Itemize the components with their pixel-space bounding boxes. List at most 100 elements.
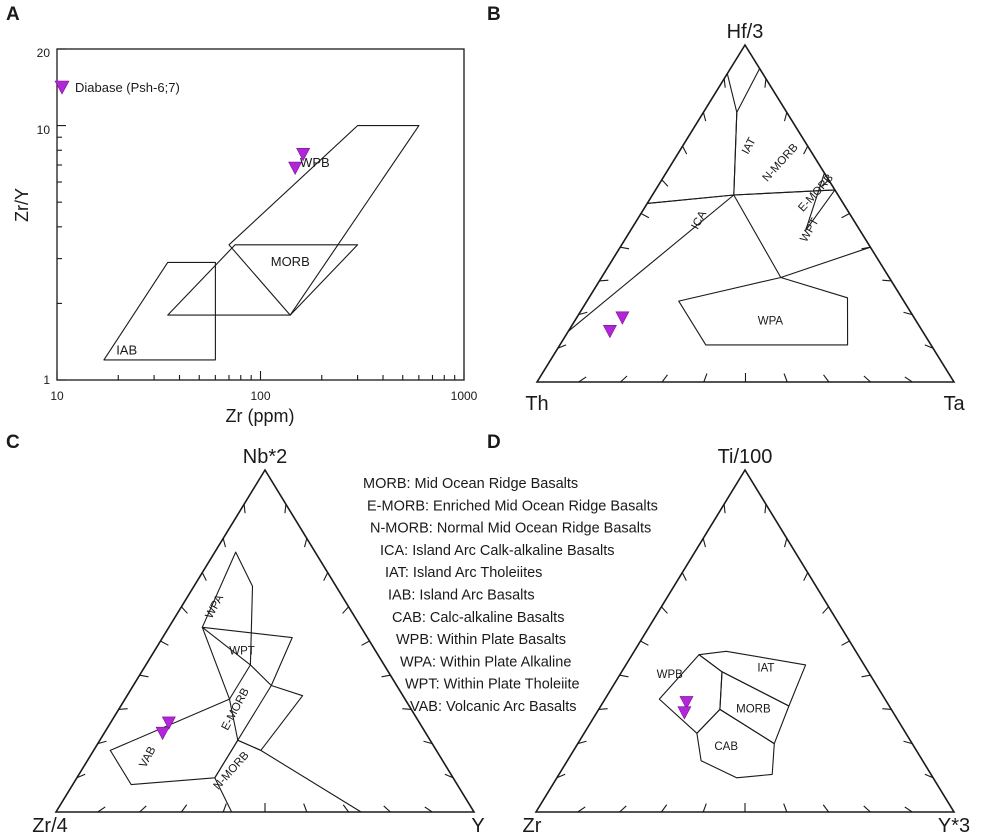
- field-wpa: [201, 551, 254, 700]
- field-label-wpt: WPT: [229, 645, 255, 657]
- ternary-tick: [904, 806, 913, 813]
- ternary-tick: [924, 773, 934, 779]
- ternary-tick: [841, 640, 850, 646]
- field-label-morb: MORB: [271, 254, 310, 269]
- ternary-tick: [924, 344, 934, 349]
- ternary-tick: [599, 279, 609, 282]
- field-wpb: [658, 654, 723, 734]
- field-vab: [109, 698, 239, 786]
- abbreviation-item: VAB: Volcanic Arc Basalts: [410, 699, 577, 715]
- field-iab: [103, 261, 216, 361]
- abbreviation-item: WPB: Within Plate Basalts: [396, 632, 566, 648]
- field-wpa: [678, 276, 849, 346]
- abbreviation-item: N-MORB: Normal Mid Ocean Ridge Basalts: [370, 521, 651, 537]
- field-iat: [646, 73, 738, 204]
- data-point: [288, 161, 303, 176]
- ternary-tick: [222, 803, 227, 813]
- ternary-tick: [139, 805, 147, 813]
- apex-label-top: Ti/100: [718, 446, 773, 468]
- ternary-tick: [882, 279, 892, 282]
- x-tick-label-10: 10: [50, 389, 64, 403]
- ternary-tick: [620, 246, 630, 250]
- ternary-tick: [783, 373, 788, 383]
- ternary-tick: [222, 538, 227, 548]
- ternary-tick: [661, 179, 669, 187]
- ternary-tick: [160, 640, 169, 646]
- ternary-tick: [640, 213, 650, 219]
- ternary-tick: [764, 78, 767, 88]
- field-label-iat: IAT: [740, 136, 759, 157]
- field-label-wpt: WPT: [798, 216, 821, 244]
- ternary-tick: [841, 213, 850, 219]
- ternary-tick: [578, 376, 587, 383]
- field-label-morb: MORB: [736, 703, 771, 715]
- ternary-tick: [361, 640, 370, 646]
- ternary-tick: [702, 538, 707, 548]
- panel-letter-d: D: [487, 432, 501, 453]
- field-label-wpb: WPB: [657, 669, 684, 681]
- ternary-tick: [661, 374, 668, 383]
- ternary-tick: [822, 606, 830, 614]
- y-tick-label-1: 1: [43, 373, 50, 387]
- data-point: [679, 696, 694, 710]
- ternary-tick: [303, 538, 308, 548]
- field-n-morb: [214, 739, 362, 813]
- data-point: [602, 324, 617, 339]
- ternary-tick: [180, 606, 188, 614]
- ternary-tick: [783, 538, 788, 548]
- apex-label-top: Hf/3: [727, 21, 764, 43]
- abbreviation-item: E-MORB: Enriched Mid Ocean Ridge Basalts: [367, 498, 658, 514]
- field-label-e-morb: E-MORB: [796, 172, 836, 214]
- ternary-tick: [823, 374, 830, 383]
- abbreviation-item: CAB: Calc-alkaline Basalts: [392, 610, 564, 626]
- data-point: [677, 706, 692, 720]
- ternary-tick: [577, 806, 586, 813]
- y-tick-label-20: 20: [37, 46, 51, 60]
- ternary-tick: [803, 572, 809, 581]
- x-tick-label-1000: 1000: [451, 389, 478, 403]
- panel-a-fields: WPB MORB IAB: [103, 125, 420, 361]
- ternary-tick: [97, 806, 106, 813]
- ternary-tick: [381, 674, 391, 678]
- ternary-tick: [598, 708, 608, 710]
- ternary-tick: [882, 708, 892, 710]
- ternary-tick: [402, 708, 412, 710]
- field-label-wpb: WPB: [300, 155, 330, 170]
- field-wpt: [733, 189, 871, 279]
- x-tick-label-100: 100: [250, 389, 270, 403]
- panel-a-points: [288, 147, 311, 176]
- ternary-tick: [619, 805, 627, 813]
- apex-label-left: Th: [525, 393, 548, 415]
- y-axis-label: Zr/Y: [12, 188, 32, 222]
- apex-label-left: Zr: [523, 815, 542, 835]
- data-point: [155, 726, 170, 741]
- field-cab: [696, 708, 775, 779]
- legend: Diabase (Psh-6;7): [54, 80, 180, 95]
- ternary-tick: [660, 804, 668, 813]
- ternary-tick: [640, 640, 649, 646]
- ternary-tick: [682, 145, 688, 155]
- ternary-tick: [578, 311, 588, 316]
- ternary-tick: [577, 740, 587, 745]
- ternary-tick: [557, 344, 567, 349]
- ternary-tick: [383, 805, 391, 813]
- abbreviation-item: IAT: Island Arc Tholeiites: [385, 565, 542, 581]
- y-tick-label-10: 10: [37, 123, 51, 137]
- field-label-iab: IAB: [116, 342, 137, 357]
- ternary-tick: [303, 803, 308, 813]
- ternary-tick: [904, 376, 913, 383]
- field-label-wpa: WPA: [758, 315, 784, 327]
- ternary-tick: [139, 674, 149, 678]
- panel-letter-b: B: [487, 4, 501, 25]
- ternary-tick: [822, 804, 830, 813]
- ternary-tick: [423, 740, 433, 745]
- ternary-tick: [323, 572, 329, 581]
- ternary-tick: [863, 375, 871, 383]
- field-ica: [567, 194, 735, 332]
- field-label-wpa: WPA: [204, 593, 227, 621]
- ternary-tick: [424, 806, 433, 813]
- ternary-tick: [723, 504, 726, 514]
- ternary-tick: [783, 112, 788, 122]
- panel-a-zr-y-plot: 10 100 1000 1 10 20 Zr (ppm) Zr/Y WPBMOR…: [12, 46, 478, 426]
